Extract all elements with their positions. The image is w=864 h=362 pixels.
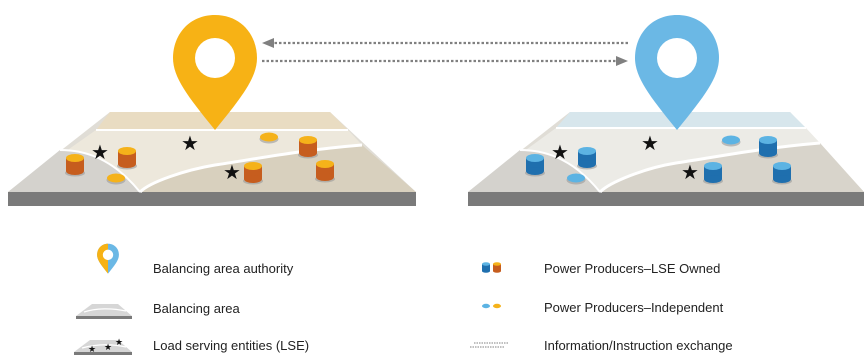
lse-star-icon: ★ <box>551 140 569 164</box>
legend-icons: ★ ★ ★ <box>74 243 508 355</box>
lse-owned-producer-right-2 <box>577 147 597 170</box>
lse-star-icon: ★ <box>681 160 699 184</box>
left-authority-pin-icon <box>173 15 257 130</box>
lse-owned-producer-right-3 <box>703 162 723 185</box>
independent-producer-left-1 <box>106 173 126 185</box>
legend-balancing-area-icon <box>76 304 132 319</box>
legend-independent-label: Power Producers–Independent <box>544 300 724 315</box>
lse-star-icon: ★ <box>223 160 241 184</box>
right-map-base <box>468 192 864 206</box>
left-map-base <box>8 192 416 206</box>
lse-owned-producer-right-4 <box>758 136 778 159</box>
lse-owned-producer-left-3 <box>243 162 263 185</box>
right-authority-pin-icon <box>635 15 719 130</box>
legend-lse-owned-icon <box>482 262 501 273</box>
legend-lse-icon: ★ ★ ★ <box>74 338 132 355</box>
lse-owned-producer-left-4 <box>298 136 318 159</box>
legend-lse-owned-label: Power Producers–LSE Owned <box>544 261 721 276</box>
lse-owned-producer-left-1 <box>65 154 85 177</box>
independent-producer-right-1 <box>566 173 586 185</box>
lse-owned-producer-right-1 <box>525 154 545 177</box>
legend-lse-label: Load serving entities (LSE) <box>153 338 310 353</box>
exchange-arrowhead-right <box>616 56 628 66</box>
left-map-border-west <box>59 149 141 193</box>
lse-star-icon: ★ <box>181 131 199 155</box>
legend-balancing-area-authority-label: Balancing area authority <box>153 261 294 276</box>
lse-star-icon: ★ <box>641 131 659 155</box>
legend-independent-icon <box>482 303 501 309</box>
legend-exchange-icon <box>470 342 508 348</box>
information-exchange-arrows <box>262 41 628 63</box>
lse-owned-producer-left-5 <box>315 160 335 183</box>
svg-text:★: ★ <box>115 338 123 348</box>
right-map-region-south <box>600 143 864 192</box>
lse-owned-producer-left-2 <box>117 147 137 170</box>
svg-text:★: ★ <box>88 345 96 355</box>
legend-exchange-label: Information/Instruction exchange <box>544 338 733 353</box>
svg-text:★: ★ <box>104 343 112 353</box>
power-producers <box>65 132 792 185</box>
exchange-arrowhead-left <box>262 38 274 48</box>
load-serving-entity-stars: ★ ★ ★ ★ ★ ★ <box>91 131 699 184</box>
lse-star-icon: ★ <box>91 140 109 164</box>
left-map-region-south <box>140 145 416 192</box>
independent-producer-left-2 <box>259 132 279 144</box>
right-map-border-west <box>519 149 601 193</box>
left-balancing-area-map <box>8 112 416 206</box>
lse-owned-producer-right-5 <box>772 162 792 185</box>
legend-balancing-area-label: Balancing area <box>153 301 240 316</box>
independent-producer-right-2 <box>721 135 741 147</box>
legend-pin-icon <box>97 243 119 274</box>
